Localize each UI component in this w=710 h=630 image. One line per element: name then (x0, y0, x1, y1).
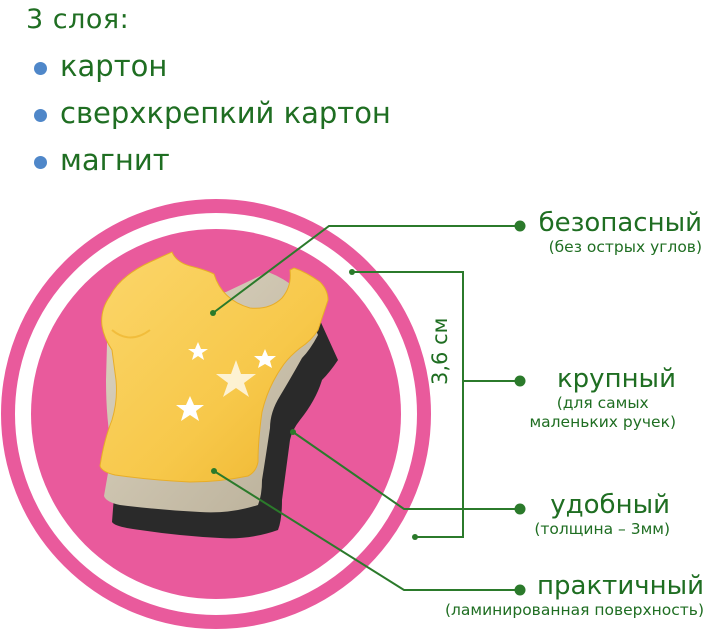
layer-label: магнит (60, 143, 170, 177)
feature-title: удобный (550, 490, 670, 520)
bullet-dot-icon (34, 62, 47, 75)
feature-title: безопасный (538, 208, 702, 238)
feature-note: (толщина – 3мм) (534, 520, 670, 538)
feature-title: практичный (537, 571, 704, 601)
feature-title: крупный (556, 364, 676, 394)
feature-note-line: (для самых (556, 394, 649, 412)
feature-convenient: удобный (толщина – 3мм) (534, 490, 670, 539)
layer-label: сверхкрепкий картон (60, 96, 391, 130)
layer-item-cardboard: картон (30, 46, 391, 93)
shirt-layer (99, 251, 329, 483)
layers-title: 3 слоя: (26, 4, 130, 35)
layer-item-magnet: магнит (30, 140, 391, 187)
outer-ring (1, 199, 431, 629)
feature-note-line: маленьких ручек) (529, 413, 676, 431)
size-dimension-label: 3,6 см (428, 317, 452, 385)
layer-label: картон (60, 49, 168, 83)
star-print-icon (176, 342, 276, 421)
feature-note: (ламинированная поверхность) (444, 601, 704, 619)
layer-item-strong-cardboard: сверхкрепкий картон (30, 93, 391, 140)
feature-large: крупный (для самых маленьких ручек) (529, 364, 676, 432)
feature-safe: безопасный (без острых углов) (539, 208, 702, 257)
leader-lines (212, 225, 516, 591)
leader-dots (210, 220, 526, 596)
feature-practical: практичный (ламинированная поверхность) (445, 571, 704, 620)
bullet-dot-icon (34, 109, 47, 122)
bullet-dot-icon (34, 156, 47, 169)
feature-note: (без острых углов) (548, 238, 702, 256)
layers-list: картон сверхкрепкий картон магнит (30, 46, 391, 187)
